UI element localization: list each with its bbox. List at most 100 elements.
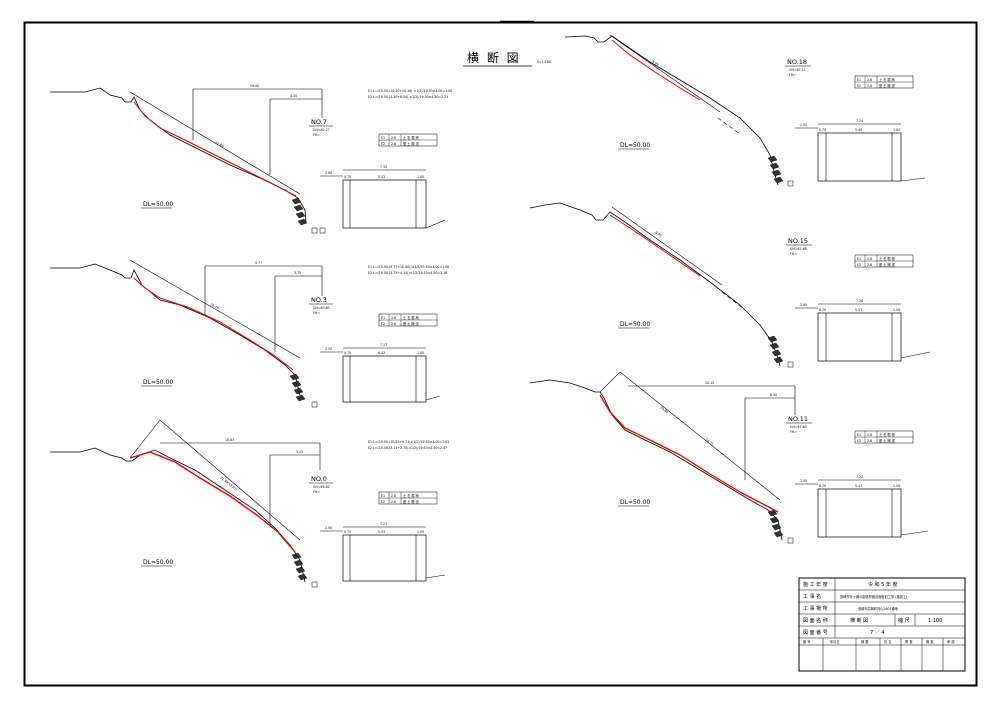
excavation-line	[129, 451, 296, 553]
road-dim: 7.32	[380, 165, 387, 169]
road-dim: 5.49	[855, 128, 862, 132]
title-label: 工 事 名	[803, 593, 821, 600]
section-sub: GH=67.60	[790, 425, 807, 429]
legend-text: 土 石 掘 削	[879, 256, 895, 261]
road-dim: 2.50	[800, 123, 807, 127]
legend: E1 2.8 土 石 掘 削 E2 2.8 盛 土 搬 送	[854, 75, 914, 89]
retaining-blocks	[291, 552, 308, 581]
legend-text: 土 石 掘 削	[879, 432, 895, 437]
dim-label: 16.72	[704, 438, 714, 447]
excavation-line	[133, 277, 294, 371]
title-label: 図 面 名 称	[803, 617, 828, 624]
sign-col: 照 査	[905, 639, 913, 644]
excavation-line	[611, 39, 701, 101]
dim-label: 22.89	[215, 140, 225, 148]
formula: E1 L=(19.50-(10.83+9.71)×1/2)/19.50×4.00…	[368, 440, 449, 444]
section-name: NO.18	[787, 58, 807, 66]
formula: E2 L=(19.50-(3.75+4.14))×1/2/19.50×4.50=…	[368, 271, 447, 275]
dim-label: 21.99(19.83)	[219, 476, 238, 492]
ground-line	[529, 202, 781, 367]
title-block-frame	[798, 577, 966, 672]
datum-level: DL=50.00	[143, 559, 173, 566]
legend-key: E2	[381, 322, 385, 326]
dim-label: 8.90	[770, 393, 777, 397]
road-dim: 1.00	[893, 128, 900, 132]
title-value: 宮崎市高岡町内山2601番地	[858, 606, 899, 611]
section-name: NO.11	[788, 415, 808, 423]
retaining-blocks	[767, 335, 784, 364]
excavation-line	[599, 394, 779, 513]
datum-level: DL=50.00	[143, 379, 173, 386]
retaining-blocks	[767, 155, 784, 184]
road-dim: 2.50	[325, 347, 332, 351]
drain-box	[787, 361, 794, 368]
road-dim: 1.00	[893, 308, 900, 312]
dim-slope	[609, 34, 721, 113]
section-sub: GH=62.27	[313, 128, 330, 132]
road-dim: 2.50	[800, 479, 807, 483]
dim-label: 20.80	[659, 406, 669, 415]
formula: E1 L=(19.50-(9.77+10.00))×1/2/19.50×4.00…	[368, 265, 449, 269]
dim-label: 10.15	[705, 381, 714, 385]
legend-text: 盛 土 搬 送	[879, 83, 896, 88]
road-dim: 5.51	[855, 308, 862, 312]
legend-text: 土 石 掘 削	[403, 135, 419, 140]
legend: E1 2.8 土 石 掘 削 E2 2.8 盛 土 搬 送	[378, 313, 438, 327]
road-structure	[342, 179, 427, 229]
legend-val: 2.8	[391, 142, 396, 146]
dim-label: 3.13	[296, 450, 303, 454]
scale-note: S=1:100	[537, 60, 551, 64]
datum-level: DL=50.00	[620, 142, 650, 149]
legend-val: 2.8	[867, 439, 872, 443]
road-dim: 2.80	[800, 303, 807, 307]
legend: E1 2.8 土 石 掘 削 E2 2.8 盛 土 搬 送	[378, 491, 438, 505]
section-sub: GH=67.11	[789, 68, 806, 72]
section-no15: 8.90 2.80 7.28 0.70 5.51 1.00 NO.15 GH=6…	[529, 202, 931, 368]
road-dim: 0.70	[344, 175, 351, 179]
dim-label: 19.00	[250, 84, 259, 88]
sign-col: 承 認	[947, 639, 955, 644]
legend-text: 盛 土 搬 送	[879, 262, 896, 267]
datum-level: DL=50.00	[143, 201, 173, 208]
legend-key: E2	[381, 142, 385, 146]
retaining-blocks	[289, 373, 306, 402]
section-sub: GH=60.60	[313, 306, 330, 310]
dim-slope-dash	[717, 117, 741, 135]
section-sub: GH=66.62	[313, 485, 330, 489]
road-edge	[900, 351, 931, 359]
dim-label: 8.90	[654, 231, 662, 238]
title-value: 令 和 5 年 度	[868, 581, 898, 588]
legend-key: E2	[381, 500, 385, 504]
road-edge	[425, 395, 441, 401]
title-value: 宮崎市天ヶ城公園体育館法面復旧工事 (施設工)	[840, 594, 907, 599]
scale-label: 縮 尺	[898, 617, 910, 624]
sign-col: 摘 要	[861, 639, 869, 644]
legend-text: 盛 土 搬 送	[403, 499, 420, 504]
road-dim: 0.70	[819, 128, 826, 132]
road-structure	[342, 534, 427, 582]
ground-line	[50, 263, 301, 396]
sign-col: 年月日	[830, 639, 840, 644]
road-dim: 0.70	[344, 351, 351, 355]
road-structure	[817, 312, 902, 362]
formula: E1 L=(19.50-(10.50+10.16) ×1/2)/19.50×4.…	[368, 89, 452, 93]
road-edge	[900, 530, 929, 536]
dim-slope	[129, 259, 301, 359]
dim-slope-dash	[721, 291, 746, 311]
road-dim: 5.41	[855, 484, 862, 488]
legend-text: 盛 土 搬 送	[403, 141, 420, 146]
road-dim: 1.00	[417, 175, 424, 179]
road-dim: 7.27	[380, 522, 387, 526]
section-sub: FH=	[789, 73, 796, 77]
legend: E1 2.8 土 石 掘 削 E2 2.8 盛 土 搬 送	[378, 133, 438, 147]
sheet-border	[23, 21, 978, 687]
title-label: 施 工 年 度	[803, 581, 828, 588]
legend-val: 2.8	[391, 322, 396, 326]
road-dim: 7.28	[856, 299, 863, 303]
section-no3: 9.77 3.75 20.70 2.50 7.17 0.70 6.42 1.00…	[50, 259, 449, 408]
section-name: NO.3	[311, 296, 327, 304]
scale-value: 1:100	[928, 618, 942, 624]
drain-box	[787, 180, 794, 187]
road-dim: 2.50	[325, 526, 332, 530]
